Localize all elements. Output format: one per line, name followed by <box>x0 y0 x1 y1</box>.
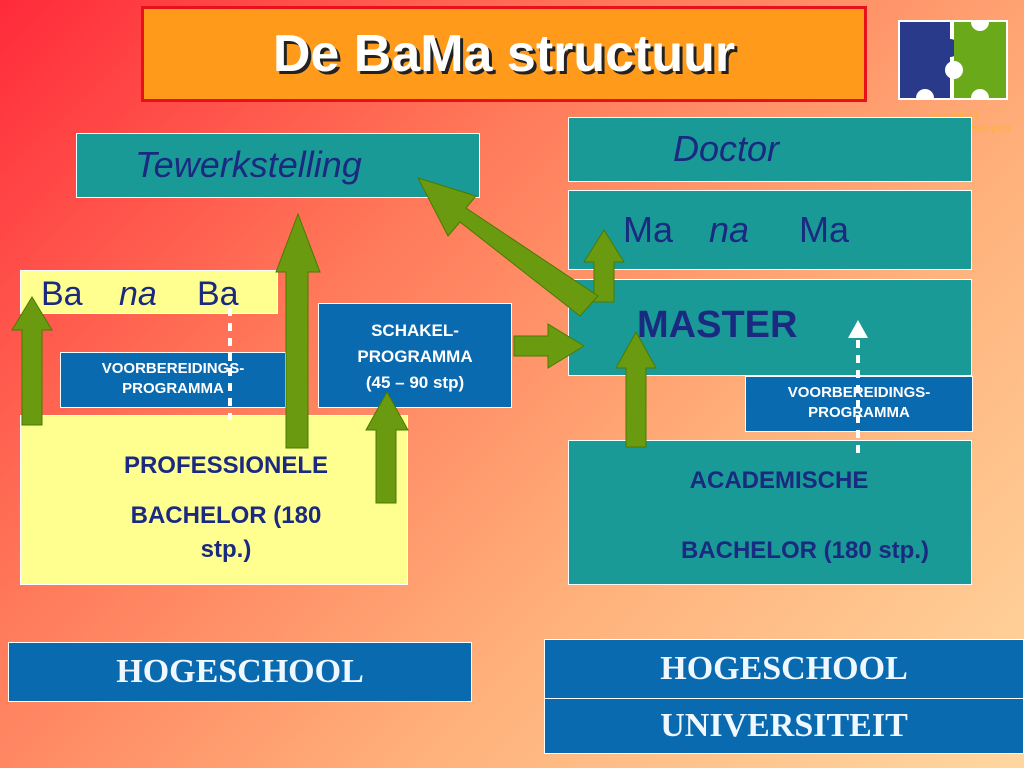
arrow-up-master <box>615 330 657 448</box>
professionele-bachelor-box: PROFESSIONELE BACHELOR (180 stp.) <box>20 415 408 585</box>
hogeschool-right-label: HOGESCHOOL <box>660 650 908 687</box>
ba-na-ba-word3: Ba <box>197 275 239 313</box>
title-box: De BaMa structuur <box>141 6 867 102</box>
ba-na-ba-word1: Ba <box>41 275 83 313</box>
tewerkstelling-box: Tewerkstelling <box>76 133 480 198</box>
doctor-box: Doctor <box>568 117 972 182</box>
voorbereiding-left-line1: VOORBEREIDINGS- <box>101 360 245 377</box>
ba-na-ba-box: Ba na Ba <box>20 270 278 314</box>
universiteit-label: UNIVERSITEIT <box>660 707 908 744</box>
arrow-up-ba-na-ba <box>11 296 53 426</box>
arrow-up-ma-na-ma <box>583 229 625 303</box>
schakel-line2: PROGRAMMA <box>357 347 473 366</box>
hogeschool-left: HOGESCHOOL <box>8 642 472 702</box>
arrowhead-right-dotted <box>848 320 868 338</box>
academische-bachelor-line2: BACHELOR (180 stp.) <box>680 537 929 564</box>
ma-na-ma-box: Ma na Ma <box>568 190 972 270</box>
ma-na-ma-word1: Ma <box>623 209 674 250</box>
schakel-line3: (45 – 90 stp) <box>365 373 465 392</box>
prof-bachelor-line1: PROFESSIONELE <box>123 452 329 479</box>
ma-na-ma-word2: na <box>709 209 750 250</box>
arrow-right-master <box>513 323 585 369</box>
hogeschool-left-label: HOGESCHOOL <box>116 653 364 690</box>
prof-bachelor-line3: stp.) <box>200 536 252 563</box>
ba-na-ba-word2: na <box>119 275 157 313</box>
logo <box>898 13 1008 107</box>
master-label: MASTER <box>637 304 798 346</box>
schakelprogramma-box: SCHAKEL- PROGRAMMA (45 – 90 stp) <box>318 303 512 408</box>
voorbereiding-left-box: VOORBEREIDINGS- PROGRAMMA <box>60 352 286 408</box>
voorbereiding-right-line2: PROGRAMMA <box>808 404 910 421</box>
arrow-up-schakel <box>365 390 409 504</box>
doctor-label: Doctor <box>673 128 780 169</box>
academische-bachelor-box: ACADEMISCHE BACHELOR (180 stp.) <box>568 440 972 585</box>
prof-bachelor-line2: BACHELOR (180 <box>130 502 322 529</box>
academische-bachelor-line1: ACADEMISCHE <box>689 467 869 494</box>
arrow-up-tewerkstelling <box>275 212 321 449</box>
voorbereiding-left-line2: PROGRAMMA <box>122 380 224 397</box>
ma-na-ma-word3: Ma <box>799 209 850 250</box>
tewerkstelling-label: Tewerkstelling <box>135 144 362 185</box>
universiteit-right: UNIVERSITEIT <box>544 699 1024 754</box>
hogeschool-right: HOGESCHOOL <box>544 639 1024 699</box>
arrow-diagonal-tewerkstelling <box>417 177 599 317</box>
page-title: De BaMa structuur <box>272 25 736 83</box>
schakel-line1: SCHAKEL- <box>371 321 459 340</box>
